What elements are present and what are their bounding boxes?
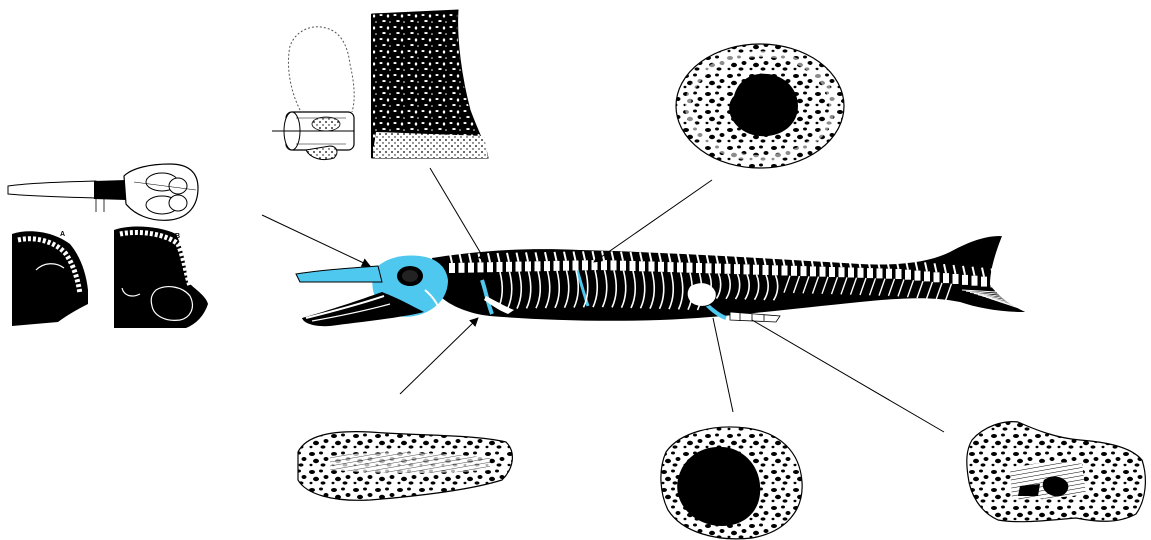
vertebra bbox=[554, 261, 560, 271]
neural-spine bbox=[992, 268, 994, 277]
anal-fin-support-section bbox=[967, 422, 1146, 522]
vertebra bbox=[981, 277, 987, 287]
vertebra bbox=[915, 271, 921, 281]
label-b: B bbox=[175, 233, 180, 240]
vertebra bbox=[658, 262, 664, 272]
pelvic-bone-section bbox=[661, 427, 802, 539]
arrow-skull bbox=[262, 215, 370, 266]
vertebra bbox=[525, 261, 531, 271]
leader-anal-fin bbox=[752, 320, 944, 432]
vertebra bbox=[763, 265, 769, 275]
vertebra bbox=[820, 267, 826, 277]
vertebra bbox=[649, 262, 655, 272]
vertebra bbox=[611, 260, 617, 270]
vertebra bbox=[668, 262, 674, 272]
vertebra bbox=[563, 261, 569, 271]
vertebra bbox=[630, 261, 636, 271]
vertebra bbox=[506, 262, 512, 272]
arrow-vertebra-section bbox=[430, 168, 486, 262]
vertebra bbox=[867, 268, 873, 278]
dorsal-bone-section bbox=[676, 44, 844, 168]
vertebra bbox=[696, 263, 702, 273]
vertebra bbox=[706, 263, 712, 273]
vertebra bbox=[1000, 278, 1006, 288]
vertebra bbox=[886, 269, 892, 279]
vertebra bbox=[725, 264, 731, 274]
vertebra bbox=[687, 263, 693, 273]
section-a: A bbox=[12, 231, 88, 326]
neural-spine bbox=[1001, 269, 1003, 278]
vertebra-lateral-view bbox=[272, 27, 354, 160]
vertebra bbox=[991, 277, 997, 287]
section-b: B bbox=[114, 227, 208, 328]
vertebra bbox=[953, 274, 959, 284]
label-a: A bbox=[60, 231, 65, 238]
vertebra-section bbox=[372, 10, 488, 158]
arrow-ventral-bone bbox=[400, 318, 478, 394]
vertebra bbox=[924, 271, 930, 281]
vertebra bbox=[677, 262, 683, 272]
vertebra bbox=[544, 261, 550, 271]
vertebra bbox=[962, 275, 968, 285]
leader-pelvic bbox=[713, 318, 733, 412]
vertebra bbox=[516, 262, 522, 272]
vertebra bbox=[639, 261, 645, 271]
vertebra bbox=[459, 263, 465, 273]
vertebra bbox=[810, 266, 816, 276]
vertebra bbox=[487, 262, 493, 272]
vertebra bbox=[573, 261, 579, 271]
skull-dorsal-view bbox=[8, 164, 198, 220]
ventral-bone-section bbox=[298, 432, 512, 501]
vertebra bbox=[801, 266, 807, 276]
vertebra bbox=[877, 268, 883, 278]
vertebra bbox=[791, 266, 797, 276]
vertebra bbox=[829, 267, 835, 277]
vertebra bbox=[734, 264, 740, 274]
vertebra bbox=[535, 261, 541, 271]
vertebra bbox=[620, 261, 626, 271]
vertebra bbox=[782, 266, 788, 276]
vertebra bbox=[858, 268, 864, 278]
vertebra bbox=[449, 263, 455, 273]
vertebra bbox=[715, 264, 721, 274]
vertebra bbox=[468, 263, 474, 273]
vertebra bbox=[934, 272, 940, 282]
vertebra bbox=[972, 276, 978, 286]
vertebra bbox=[478, 262, 484, 272]
arrow-dorsal-bone bbox=[594, 180, 712, 262]
vertebra bbox=[772, 265, 778, 275]
vertebra bbox=[896, 269, 902, 279]
vertebra bbox=[905, 270, 911, 280]
vertebra bbox=[744, 264, 750, 274]
vertebra bbox=[497, 262, 503, 272]
vertebra bbox=[582, 260, 588, 270]
fish-skeleton-icon bbox=[296, 236, 1025, 326]
vertebra bbox=[839, 267, 845, 277]
vertebra bbox=[943, 273, 949, 283]
vertebra bbox=[753, 265, 759, 275]
vertebra bbox=[848, 268, 854, 278]
vertebra bbox=[601, 260, 607, 270]
